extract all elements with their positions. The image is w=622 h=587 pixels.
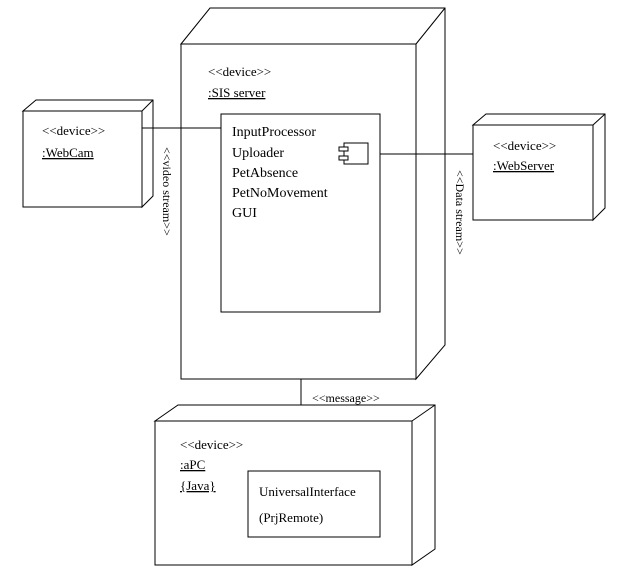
webserver-node: <<device>> :WebServer [471, 113, 606, 222]
apc-constraint: {Java} [180, 478, 216, 493]
component-item-inputprocessor: InputProcessor [232, 125, 316, 140]
webserver-name: :WebServer [493, 158, 555, 173]
webcam-node: <<device>> :WebCam [21, 99, 154, 209]
apc-component-subtitle: (PrjRemote) [259, 510, 323, 525]
sis-server-stereotype: <<device>> [208, 64, 271, 79]
data-stream-label: <<Data stream>> [453, 170, 467, 255]
message-label: <<message>> [312, 391, 380, 405]
apc-component-box [247, 470, 381, 538]
webcam-node-face [22, 110, 143, 208]
component-item-petabsence: PetAbsence [232, 166, 298, 181]
apc-name: :aPC [180, 457, 205, 472]
component-icon [338, 142, 369, 165]
apc-node: <<device>> :aPC {Java} UniversalInterfac… [153, 404, 436, 566]
apc-component-name: UniversalInterface [259, 484, 356, 499]
component-item-gui: GUI [232, 206, 257, 221]
video-stream-label: <<video stream>> [160, 147, 174, 236]
component-item-uploader: Uploader [232, 146, 284, 161]
component-item-petnomovement: PetNoMovement [232, 186, 328, 201]
webserver-stereotype: <<device>> [493, 138, 556, 153]
webserver-node-face [472, 124, 594, 221]
webcam-stereotype: <<device>> [42, 123, 105, 138]
sis-server-name: :SIS server [208, 85, 266, 100]
apc-stereotype: <<device>> [180, 437, 243, 452]
sis-component: InputProcessor Uploader PetAbsence PetNo… [220, 113, 381, 313]
webcam-name: :WebCam [42, 145, 94, 160]
